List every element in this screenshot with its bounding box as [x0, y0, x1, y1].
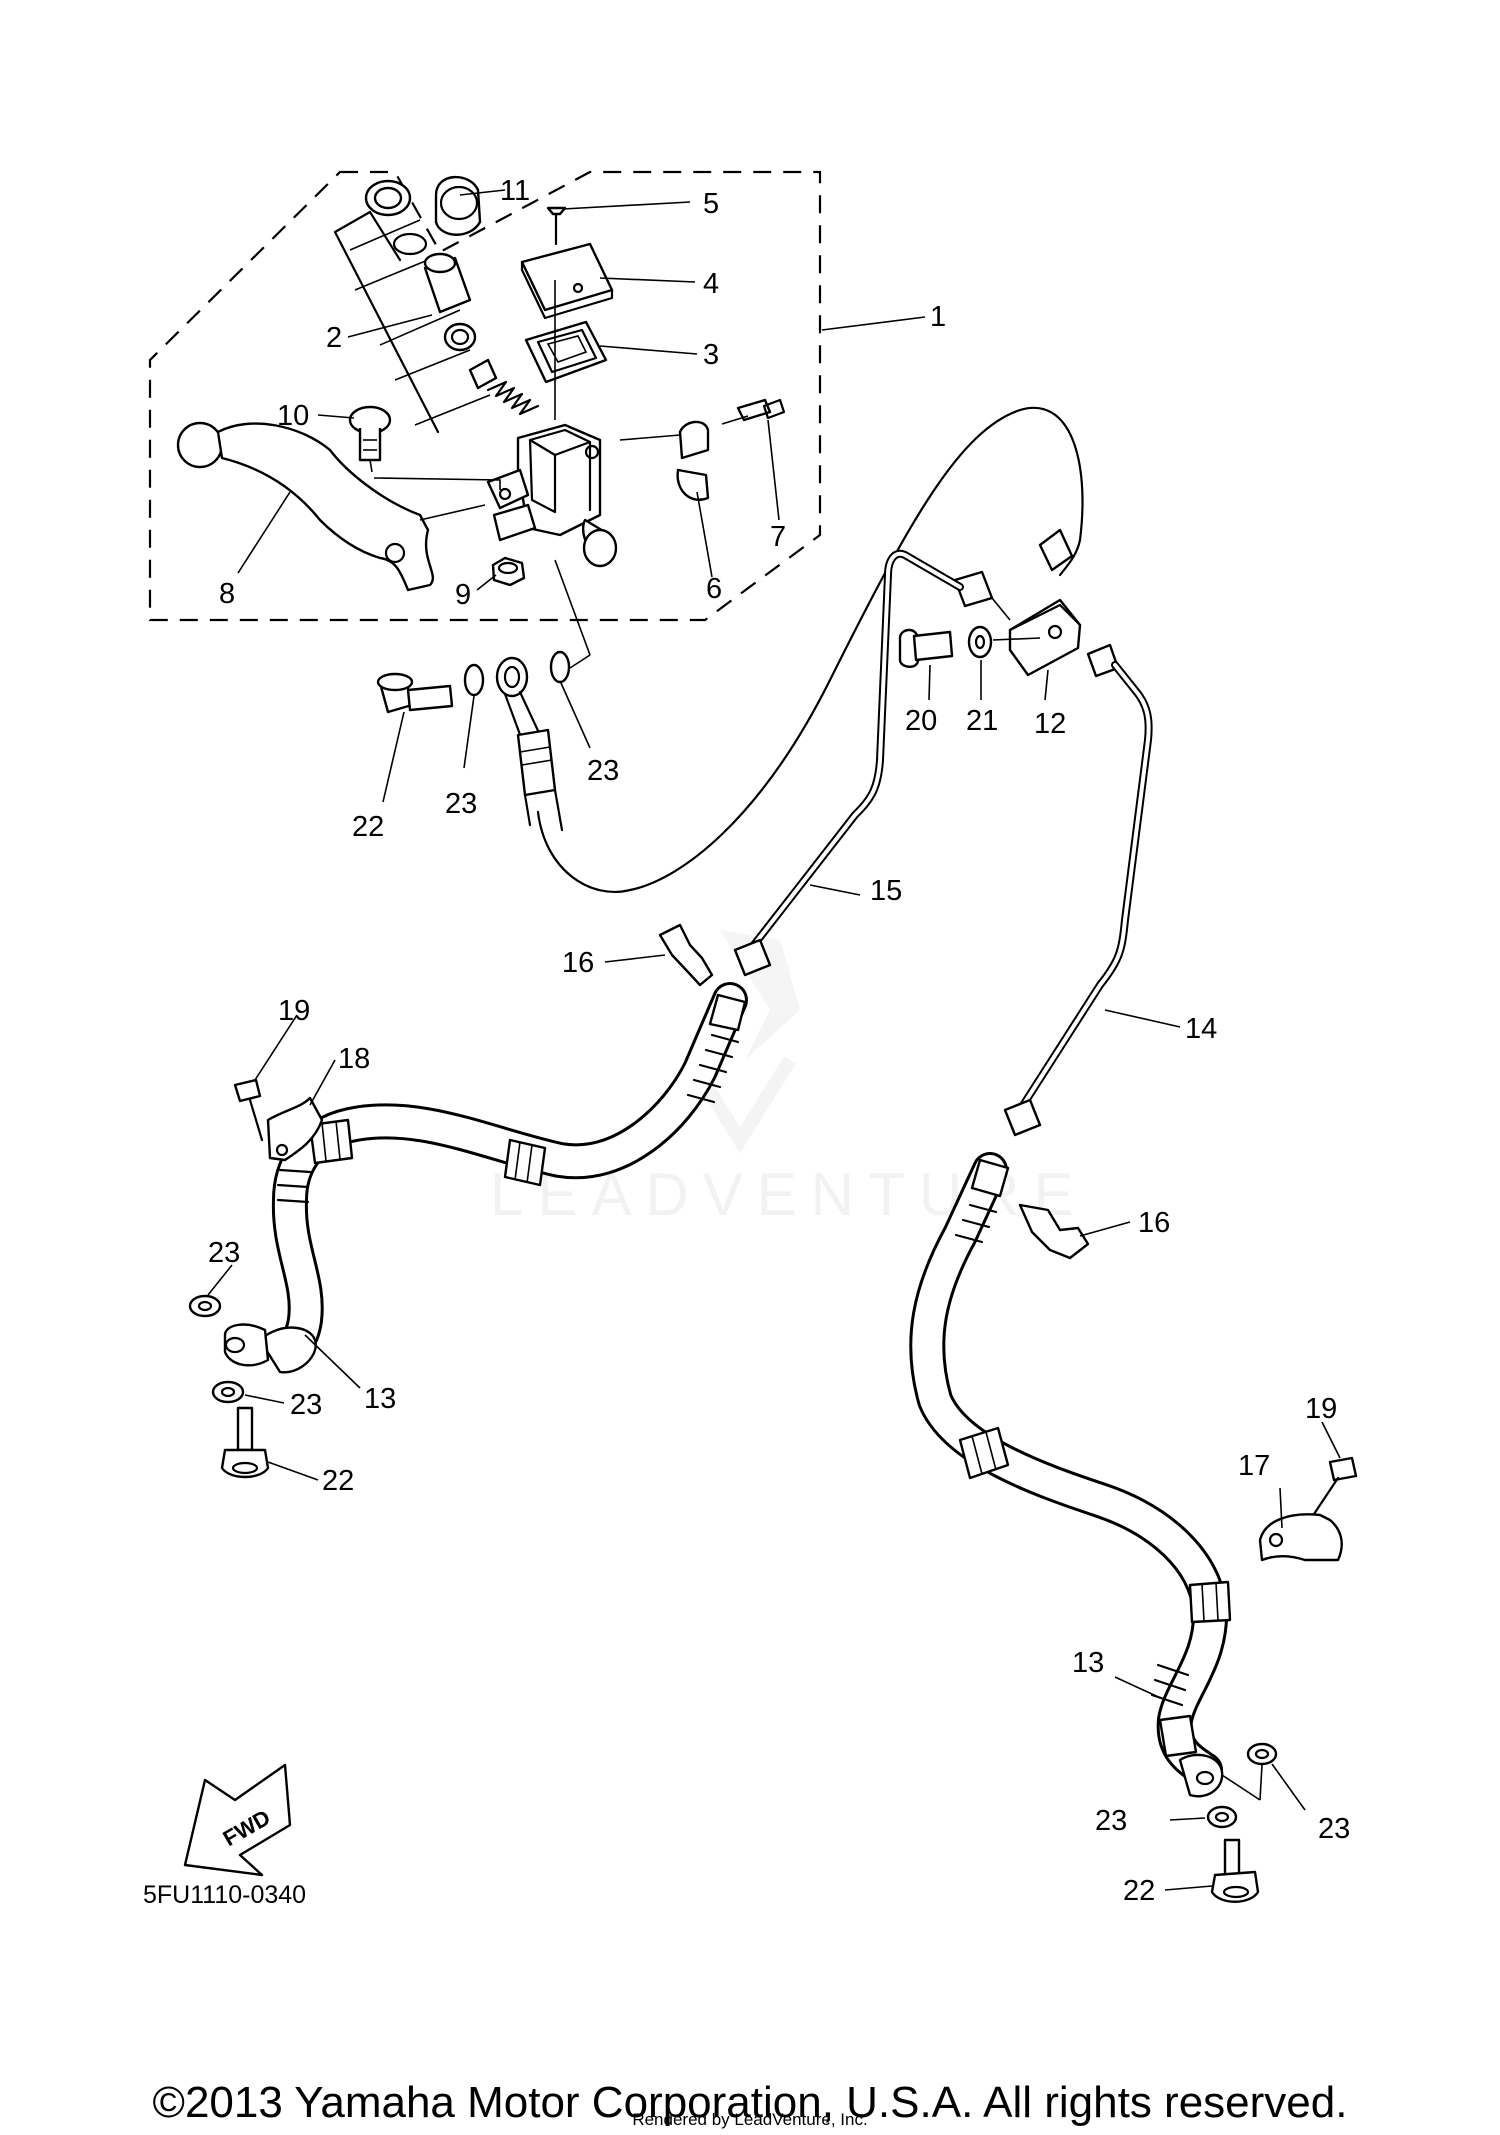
- callout-23-upper-right: 23: [587, 755, 619, 787]
- right-hose-bracket: [1258, 1456, 1358, 1562]
- callout-9: 9: [455, 579, 471, 611]
- master-cylinder-group-outline: [148, 170, 822, 622]
- fwd-arrow: FWD: [183, 1763, 292, 1877]
- left-brake-hose: [188, 982, 748, 1479]
- callout-16-lower: 16: [1138, 1207, 1170, 1239]
- callout-17: 17: [1238, 1450, 1270, 1482]
- callout-7: 7: [770, 521, 786, 553]
- left-hose-bracket: [233, 1078, 324, 1162]
- copyright-notice: ©2013 Yamaha Motor Corporation, U.S.A. A…: [152, 2078, 1348, 2127]
- callout-10: 10: [277, 400, 309, 432]
- brake-pipe-15: [733, 549, 964, 977]
- callout-8: 8: [219, 578, 235, 610]
- callout-13-left: 13: [364, 1383, 396, 1415]
- callout-1: 1: [930, 301, 946, 333]
- callout-22-right: 22: [1123, 1875, 1155, 1907]
- right-brake-hose: [909, 1152, 1278, 1903]
- master-cylinder-parts: [176, 175, 786, 669]
- callout-4: 4: [703, 268, 719, 300]
- callout-12: 12: [1034, 708, 1066, 740]
- junction-block: [953, 528, 1120, 678]
- callout-23-right: 23: [1318, 1813, 1350, 1845]
- callouts: 11 5 4 3 1 2 10 8 9 6 7 22 23 23 20 21 1…: [208, 175, 1350, 1907]
- callout-6: 6: [706, 573, 722, 605]
- callout-18: 18: [338, 1043, 370, 1075]
- callout-19-left: 19: [278, 995, 310, 1027]
- callout-22-left: 22: [322, 1465, 354, 1497]
- callout-15: 15: [870, 875, 902, 907]
- callout-23-left-lower: 23: [290, 1389, 322, 1421]
- callout-20: 20: [905, 705, 937, 737]
- callout-22-upper: 22: [352, 811, 384, 843]
- rendered-by-notice: Rendered by LeadVenture, Inc.: [632, 2110, 868, 2129]
- diagram-code: 5FU1110-0340: [143, 1881, 306, 1909]
- callout-23-upper-left: 23: [445, 788, 477, 820]
- callout-11: 11: [500, 175, 530, 207]
- leader-lines: [207, 189, 1341, 1891]
- callout-23-lower-right: 23: [1095, 1805, 1127, 1837]
- junction-bolt: [898, 625, 1041, 668]
- upper-brake-hose: [536, 406, 1084, 893]
- callout-19-right: 19: [1305, 1393, 1337, 1425]
- callout-14: 14: [1185, 1013, 1217, 1045]
- callout-2: 2: [326, 322, 342, 354]
- callout-13-right: 13: [1072, 1647, 1104, 1679]
- pipe-clamp-lower: [1018, 1203, 1090, 1260]
- upper-banjo-assembly: [376, 650, 571, 832]
- callout-16-upper: 16: [562, 947, 594, 979]
- callout-23-left-upper: 23: [208, 1237, 240, 1269]
- callout-3: 3: [703, 339, 719, 371]
- pipe-clamp-upper: [658, 923, 714, 987]
- brake-pipe-14: [1003, 661, 1153, 1137]
- callout-5: 5: [703, 188, 719, 220]
- callout-21: 21: [966, 705, 998, 737]
